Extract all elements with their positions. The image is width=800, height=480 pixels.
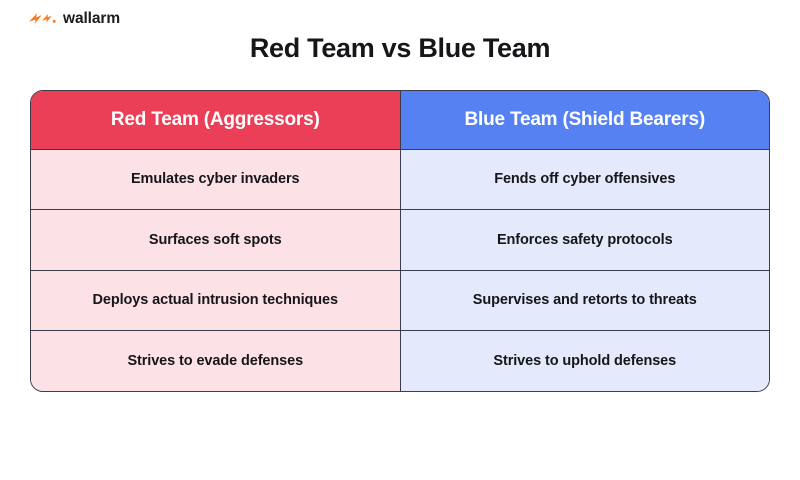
blue-team-cell: Enforces safety protocols [400,209,769,270]
column-header-red-team: Red Team (Aggressors) [31,91,401,150]
table-row: Surfaces soft spots Enforces safety prot… [31,209,769,270]
comparison-table-container: Red Team (Aggressors) Blue Team (Shield … [30,90,770,392]
table-row: Emulates cyber invaders Fends off cyber … [31,149,769,210]
blue-team-cell: Fends off cyber offensives [400,149,769,210]
red-team-cell: Emulates cyber invaders [31,149,401,210]
column-header-blue-team: Blue Team (Shield Bearers) [400,91,769,150]
brand-name: wallarm [63,10,121,28]
brand-logo: wallarm [28,8,120,30]
blue-team-cell: Supervises and retorts to threats [400,269,769,331]
blue-team-cell: Strives to uphold defenses [400,330,769,391]
wallarm-bolt-logo-icon [29,13,56,24]
red-team-vs-blue-team-table: Red Team (Aggressors) Blue Team (Shield … [31,91,769,391]
red-team-cell: Strives to evade defenses [31,330,401,391]
table-header-row: Red Team (Aggressors) Blue Team (Shield … [31,91,769,150]
table-row: Deploys actual intrusion techniques Supe… [31,269,769,331]
table-body: Emulates cyber invaders Fends off cyber … [31,149,769,391]
table-header: Red Team (Aggressors) Blue Team (Shield … [31,91,769,150]
table-row: Strives to evade defenses Strives to uph… [31,330,769,391]
page-title: Red Team vs Blue Team [249,33,551,63]
red-team-cell: Surfaces soft spots [31,209,401,270]
red-team-cell: Deploys actual intrusion techniques [31,269,401,331]
